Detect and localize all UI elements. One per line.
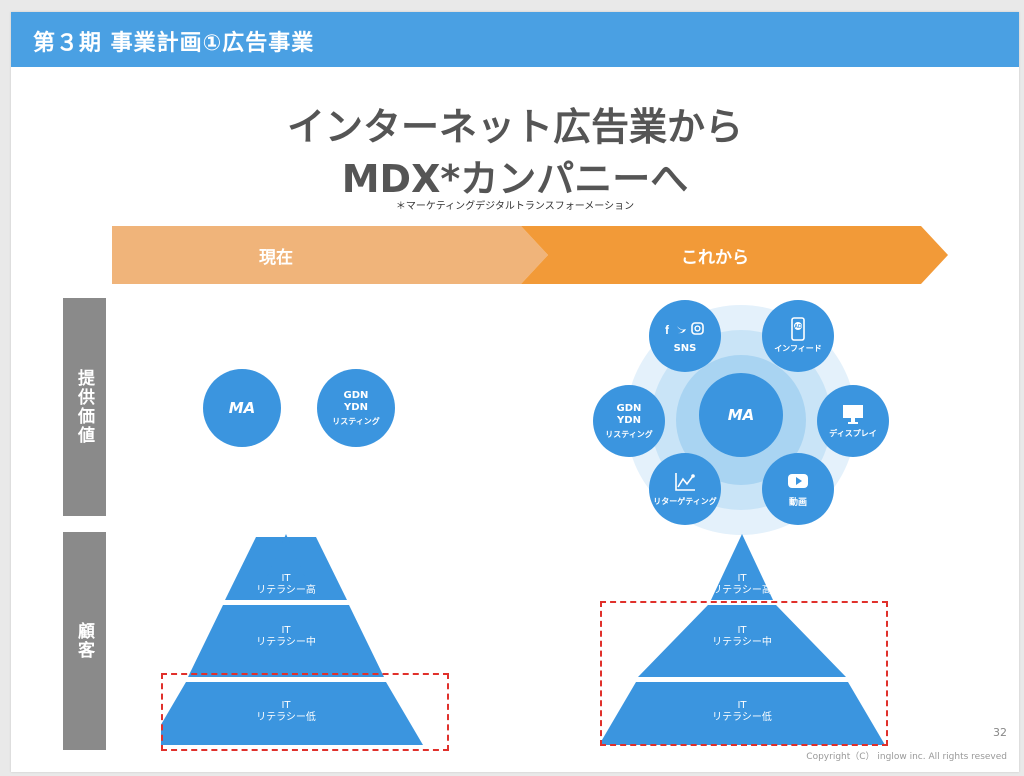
current-gdn-line2: YDN bbox=[344, 401, 368, 413]
play-icon bbox=[786, 470, 810, 492]
retargeting-label: リターゲティング bbox=[653, 497, 717, 506]
pyramid-future-low bbox=[601, 682, 885, 745]
copyright: Copyright（C） inglow inc. All rights rese… bbox=[806, 752, 1007, 762]
current-ma-label: MA bbox=[228, 399, 256, 417]
current-pyramid bbox=[161, 534, 423, 745]
video-circle: 動画 bbox=[762, 453, 834, 525]
side-label-value-text: 提供価値 bbox=[74, 369, 94, 445]
current-top-line1: IT bbox=[281, 573, 291, 584]
svg-text:AD: AD bbox=[794, 324, 802, 330]
side-label-customer-text: 顧客 bbox=[74, 622, 94, 660]
future-pyramid bbox=[601, 534, 885, 745]
slide: 第３期 事業計画①広告事業 インターネット広告業から MDX*カンパニーへ ＊マ… bbox=[11, 12, 1019, 772]
current-top-line2: リテラシー高 bbox=[256, 585, 316, 596]
smartphone-ad-icon: AD bbox=[788, 317, 808, 341]
phase-arrows bbox=[112, 226, 948, 284]
current-low-line1: IT bbox=[281, 700, 291, 711]
sns-icons: f bbox=[663, 318, 707, 340]
chart-icon bbox=[673, 471, 697, 493]
retargeting-circle: リターゲティング bbox=[649, 453, 721, 525]
future-ma-circle: MA bbox=[699, 373, 783, 457]
side-label-value: 提供価値 bbox=[63, 298, 106, 516]
footnote: ＊マーケティングデジタルトランスフォーメーション bbox=[395, 201, 635, 212]
sns-icon-group: f bbox=[665, 322, 704, 336]
current-gdn-line1: GDN bbox=[343, 389, 369, 401]
current-ma-circle: MA bbox=[203, 369, 281, 447]
display-circle: ディスプレイ bbox=[817, 385, 889, 457]
header-bar: 第３期 事業計画①広告事業 bbox=[11, 12, 1019, 67]
phase-future-label: これから bbox=[681, 248, 749, 268]
header-title: 第３期 事業計画①広告事業 bbox=[33, 31, 315, 56]
monitor-icon bbox=[841, 403, 865, 425]
pyramid-future-top bbox=[711, 534, 773, 600]
infeed-circle: AD インフィード bbox=[762, 300, 834, 372]
display-label: ディスプレイ bbox=[829, 429, 877, 438]
current-highlight-box bbox=[161, 673, 449, 751]
instagram-icon bbox=[691, 322, 704, 335]
pyramid-future-mid-fill bbox=[638, 605, 846, 677]
current-gdn-sub: リスティング bbox=[332, 416, 380, 426]
future-gdn-circle: GDN YDN リスティング bbox=[593, 385, 665, 457]
future-pyramid-mid-label: IT リテラシー中 bbox=[711, 625, 773, 649]
future-mid-line1: IT bbox=[737, 625, 747, 636]
future-gdn-line1: GDN bbox=[616, 402, 642, 414]
future-gdn-sub: リスティング bbox=[605, 429, 653, 439]
future-ma-label: MA bbox=[727, 406, 755, 424]
future-highlight-box bbox=[600, 601, 888, 746]
current-pyramid-low-label: IT リテラシー低 bbox=[255, 700, 317, 724]
future-top-line1: IT bbox=[737, 573, 747, 584]
side-label-customer: 顧客 bbox=[63, 532, 106, 750]
infeed-label: インフィード bbox=[774, 344, 822, 353]
future-low-line1: IT bbox=[737, 700, 747, 711]
headline-line1: インターネット広告業から bbox=[286, 105, 743, 149]
pyramid-current-mid bbox=[188, 605, 384, 677]
twitter-icon bbox=[677, 326, 686, 334]
current-pyramid-mid-label: IT リテラシー中 bbox=[255, 625, 317, 649]
future-pyramid-low-label: IT リテラシー低 bbox=[711, 700, 773, 724]
future-mid-line2: リテラシー中 bbox=[712, 637, 772, 648]
pyramid-current-top-tip bbox=[257, 534, 315, 600]
phase-current-label: 現在 bbox=[259, 248, 293, 268]
current-mid-line2: リテラシー中 bbox=[256, 637, 316, 648]
current-pyramid-top-label: IT リテラシー高 bbox=[255, 573, 317, 597]
headline-line2: MDX*カンパニーへ bbox=[341, 157, 689, 201]
sns-label: SNS bbox=[673, 343, 697, 354]
current-mid-line1: IT bbox=[281, 625, 291, 636]
arrow-current bbox=[112, 226, 548, 284]
facebook-icon: f bbox=[665, 323, 670, 336]
video-label: 動画 bbox=[788, 498, 807, 508]
future-low-line2: リテラシー低 bbox=[712, 712, 772, 723]
future-gdn-line2: YDN bbox=[617, 414, 641, 426]
current-gdn-circle: GDN YDN リスティング bbox=[317, 369, 395, 447]
sns-circle: f SNS bbox=[649, 300, 721, 372]
page-number: 32 bbox=[993, 726, 1007, 739]
future-top-line2: リテラシー高 bbox=[712, 585, 772, 596]
current-low-line2: リテラシー低 bbox=[256, 712, 316, 723]
pyramid-current-low bbox=[161, 682, 423, 745]
arrow-future bbox=[521, 226, 948, 284]
future-pyramid-top-label: IT リテラシー高 bbox=[711, 573, 773, 597]
